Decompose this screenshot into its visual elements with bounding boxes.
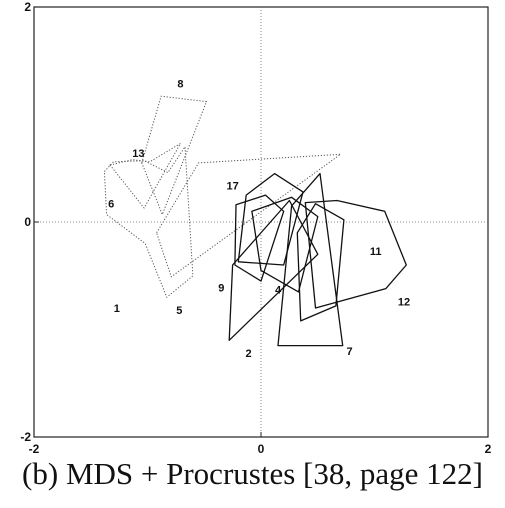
x-tick-label: -2 <box>29 442 40 456</box>
y-tick-label: 2 <box>24 0 31 14</box>
polygon-9 <box>234 194 285 282</box>
label-2: 2 <box>245 348 251 360</box>
label-11: 11 <box>370 246 382 258</box>
label-1: 1 <box>114 303 120 315</box>
mds-procrustes-plot: -2 0 2 2 0 -2 8 13 6 5 17 9 4 2 7 11 12 1 <box>20 0 491 456</box>
polygon-6 <box>103 146 194 298</box>
polygon-5 <box>156 153 341 278</box>
polygons-group <box>103 95 407 347</box>
label-5: 5 <box>176 305 182 317</box>
polygon-17 <box>237 172 304 266</box>
polygon-12 <box>296 203 345 322</box>
x-tick-label: 0 <box>258 442 265 456</box>
polygon-7 <box>277 172 344 347</box>
group-labels: 8 13 6 5 17 9 4 2 7 11 12 1 <box>108 78 410 360</box>
axis-ticks: -2 0 2 2 0 -2 <box>20 0 491 456</box>
y-tick-label: 0 <box>24 215 31 229</box>
label-13: 13 <box>132 148 144 160</box>
label-4: 4 <box>275 285 282 297</box>
label-9: 9 <box>218 283 224 295</box>
y-tick-label: -2 <box>20 430 31 444</box>
plot-frame <box>33 6 489 438</box>
polygon-2 <box>228 199 319 341</box>
label-8: 8 <box>177 78 183 90</box>
label-12: 12 <box>398 297 410 309</box>
label-6: 6 <box>108 199 114 211</box>
polygon-4 <box>251 196 319 293</box>
label-17: 17 <box>227 180 239 192</box>
polygon-11 <box>304 199 407 309</box>
polygon-8 <box>141 95 207 215</box>
x-tick-label: 2 <box>485 442 492 456</box>
label-7: 7 <box>346 346 352 358</box>
polygon-13 <box>109 143 181 209</box>
figure-caption: (b) MDS + Procrustes [38, page 122] <box>22 456 483 491</box>
